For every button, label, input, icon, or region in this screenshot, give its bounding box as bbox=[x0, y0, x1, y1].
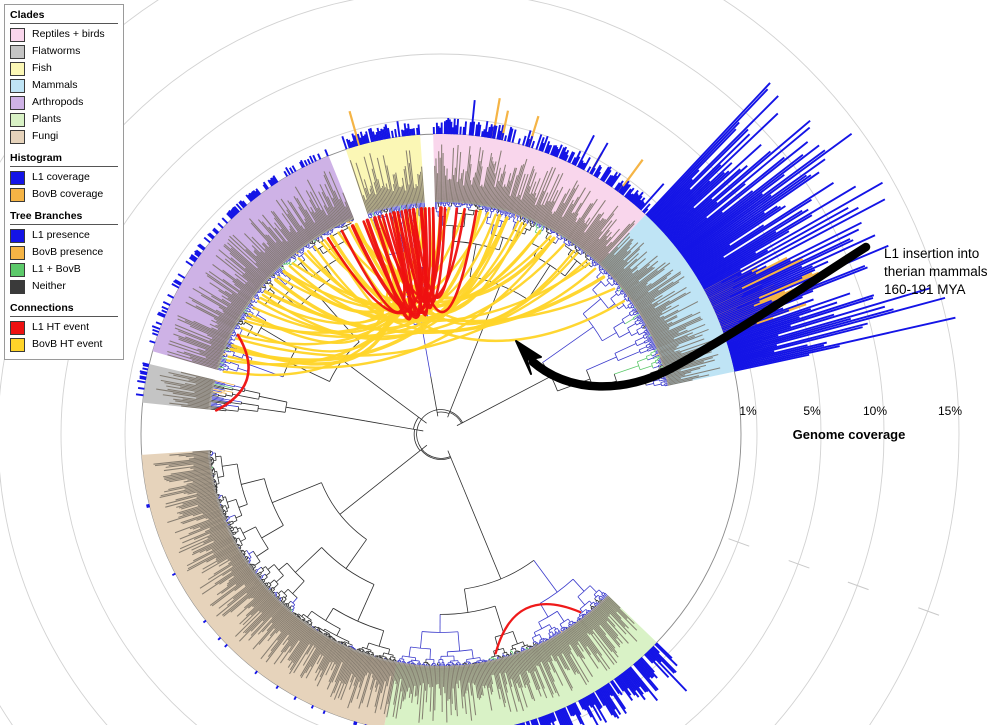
legend-item-l1-plus-bovb: L1 + BovB bbox=[10, 262, 118, 277]
legend-label-mammals: Mammals bbox=[32, 79, 78, 92]
tree-branches bbox=[209, 201, 668, 667]
swatch-plants bbox=[10, 112, 25, 127]
legend-label-flatworms: Flatworms bbox=[32, 45, 81, 58]
swatch-l1-coverage bbox=[10, 170, 25, 185]
legend-item-bovb-coverage: BovB coverage bbox=[10, 187, 118, 202]
legend-label-arthropods: Arthropods bbox=[32, 96, 84, 109]
legend-item-l1-coverage: L1 coverage bbox=[10, 170, 118, 185]
legend-label-l1-coverage: L1 coverage bbox=[32, 171, 90, 184]
legend-divider bbox=[10, 316, 118, 317]
legend-item-fish: Fish bbox=[10, 61, 118, 76]
clade-band bbox=[141, 134, 735, 725]
annotation-line-1: L1 insertion into bbox=[884, 246, 980, 261]
scale-tick-15pct: 15% bbox=[937, 404, 963, 418]
legend-label-bovb-ht-event: BovB HT event bbox=[32, 338, 103, 351]
legend-divider bbox=[10, 23, 118, 24]
legend-divider bbox=[10, 166, 118, 167]
swatch-fungi bbox=[10, 129, 25, 144]
swatch-flatworms bbox=[10, 44, 25, 59]
legend-label-neither: Neither bbox=[32, 280, 66, 293]
swatch-bovb-coverage bbox=[10, 187, 25, 202]
tip-labels bbox=[153, 144, 721, 723]
legend-item-flatworms: Flatworms bbox=[10, 44, 118, 59]
legend-item-reptiles-birds: Reptiles + birds bbox=[10, 27, 118, 42]
legend-divider bbox=[10, 224, 118, 225]
legend-label-l1-plus-bovb: L1 + BovB bbox=[32, 263, 81, 276]
legend-section-histogram: Histogram L1 coverage BovB coverage bbox=[10, 152, 118, 202]
legend-label-fish: Fish bbox=[32, 62, 52, 75]
swatch-l1-ht-event bbox=[10, 320, 25, 335]
legend-item-l1-ht-event: L1 HT event bbox=[10, 320, 118, 335]
legend-label-reptiles-birds: Reptiles + birds bbox=[32, 28, 105, 41]
legend-label-fungi: Fungi bbox=[32, 130, 59, 143]
legend-section-connections: Connections L1 HT event BovB HT event bbox=[10, 302, 118, 352]
legend-item-arthropods: Arthropods bbox=[10, 95, 118, 110]
legend-panel: Clades Reptiles + birds Flatworms Fish M… bbox=[4, 4, 124, 360]
swatch-l1-presence bbox=[10, 228, 25, 243]
legend-section-clades: Clades Reptiles + birds Flatworms Fish M… bbox=[10, 9, 118, 144]
swatch-fish bbox=[10, 61, 25, 76]
swatch-mammals bbox=[10, 78, 25, 93]
legend-item-bovb-presence: BovB presence bbox=[10, 245, 118, 260]
coverage-gridlines bbox=[0, 0, 960, 725]
legend-title-histogram: Histogram bbox=[10, 152, 62, 164]
legend-item-fungi: Fungi bbox=[10, 129, 118, 144]
swatch-reptiles-birds bbox=[10, 27, 25, 42]
coverage-histogram bbox=[135, 82, 956, 725]
legend-item-bovb-ht-event: BovB HT event bbox=[10, 337, 118, 352]
legend-item-plants: Plants bbox=[10, 112, 118, 127]
axis-title: Genome coverage bbox=[792, 427, 906, 442]
annotation-arrow bbox=[515, 242, 871, 391]
annotation-line-3: 160-191 MYA bbox=[884, 281, 966, 297]
legend-label-plants: Plants bbox=[32, 113, 62, 126]
legend-label-l1-ht-event: L1 HT event bbox=[32, 321, 90, 334]
swatch-arthropods bbox=[10, 95, 25, 110]
swatch-bovb-presence bbox=[10, 245, 25, 260]
legend-item-mammals: Mammals bbox=[10, 78, 118, 93]
legend-label-bovb-presence: BovB presence bbox=[32, 246, 104, 259]
legend-label-bovb-coverage: BovB coverage bbox=[32, 188, 104, 201]
swatch-bovb-ht-event bbox=[10, 337, 25, 352]
swatch-l1-plus-bovb bbox=[10, 262, 25, 277]
ht-connections bbox=[214, 206, 626, 655]
legend-title-tree-branches: Tree Branches bbox=[10, 210, 83, 222]
annotation-text: L1 insertion into therian mammals 160-19… bbox=[884, 245, 999, 298]
legend-item-neither: Neither bbox=[10, 279, 118, 294]
legend-title-connections: Connections bbox=[10, 302, 74, 314]
scale-tick-10pct: 10% bbox=[862, 404, 888, 418]
legend-title-clades: Clades bbox=[10, 9, 45, 21]
swatch-neither bbox=[10, 279, 25, 294]
legend-label-l1-presence: L1 presence bbox=[32, 229, 90, 242]
scale-ticklines bbox=[728, 538, 940, 616]
legend-item-l1-presence: L1 presence bbox=[10, 228, 118, 243]
annotation-line-2: therian mammals bbox=[884, 263, 988, 279]
scale-tick-5pct: 5% bbox=[803, 404, 821, 418]
scale-tick-1pct: 1% bbox=[739, 404, 757, 418]
legend-section-tree-branches: Tree Branches L1 presence BovB presence … bbox=[10, 210, 118, 294]
